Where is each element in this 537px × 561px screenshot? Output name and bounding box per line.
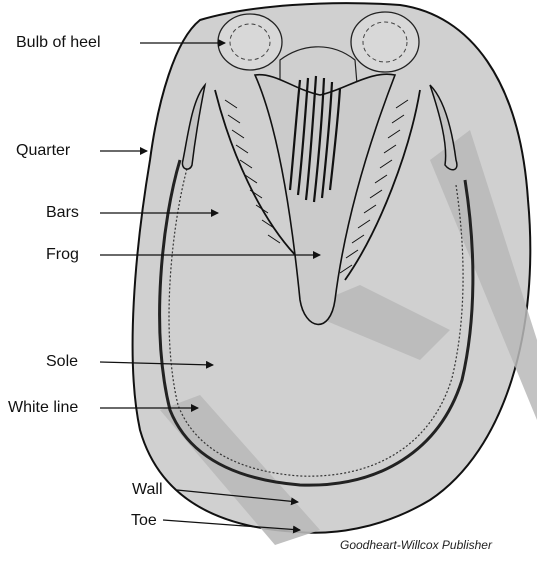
heel-bulb-left [218,14,282,70]
heel-bulb-right [351,12,419,72]
label-wall: Wall [132,481,163,499]
label-toe: Toe [131,512,157,530]
label-quarter: Quarter [16,142,70,160]
publisher-credit: Goodheart-Willcox Publisher [340,538,492,552]
label-frog: Frog [46,246,79,264]
label-white-line: White line [8,399,78,417]
label-sole: Sole [46,353,78,371]
label-bars: Bars [46,204,79,222]
label-bulb-of-heel: Bulb of heel [16,34,101,52]
